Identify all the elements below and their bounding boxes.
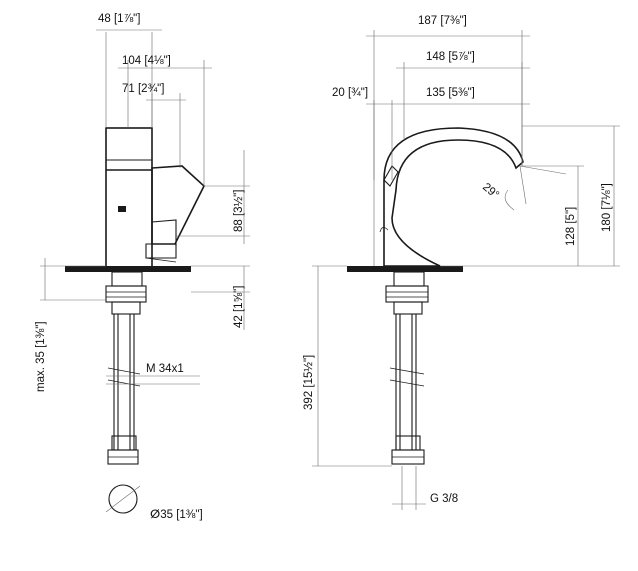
dim-lever-71: 71 [2¾"]	[122, 83, 164, 95]
dim-128: 128 [5"]	[565, 207, 577, 246]
dim-20: 20 [¾"]	[332, 87, 368, 99]
angle-29: 29°	[480, 181, 501, 201]
dim-187: 187 [7⅜"]	[418, 15, 467, 27]
connection-label: G 3/8	[430, 493, 458, 505]
dim-height-88: 88 [3½"]	[233, 190, 245, 232]
dim-148: 148 [5⅞"]	[426, 51, 475, 63]
dim-392: 392 [15½"]	[303, 355, 315, 410]
deck-plate-front	[347, 266, 463, 272]
dim-180: 180 [7⅛"]	[601, 183, 613, 232]
dim-base-42: 42 [1⅝"]	[233, 286, 245, 328]
faucet-body-side	[105, 127, 205, 269]
side-view: 48 [1⅞"] 104 [4⅛"] 71 [2¾"] 88 [3½"] 42 …	[35, 13, 250, 521]
front-view: 187 [7⅜"] 148 [5⅞"] 135 [5⅜"] 20 [¾"] 29…	[303, 15, 620, 510]
dim-135: 135 [5⅜"]	[426, 87, 475, 99]
faucet-body-front	[379, 127, 524, 267]
mounting-shank-front	[385, 271, 429, 465]
hole-diameter: ⵁ35 [1⅜"]	[150, 508, 203, 521]
dim-width-48: 48 [1⅞"]	[98, 13, 140, 25]
dim-lever-104: 104 [4⅛"]	[122, 55, 171, 67]
deck-plate-side	[65, 266, 191, 272]
mounting-shank-side	[105, 271, 147, 465]
side-dimension-lines	[40, 29, 250, 514]
front-dimension-lines	[312, 30, 620, 510]
dim-max-35: max. 35 [1⅜"]	[35, 321, 47, 392]
thread-label: M 34x1	[146, 363, 184, 375]
